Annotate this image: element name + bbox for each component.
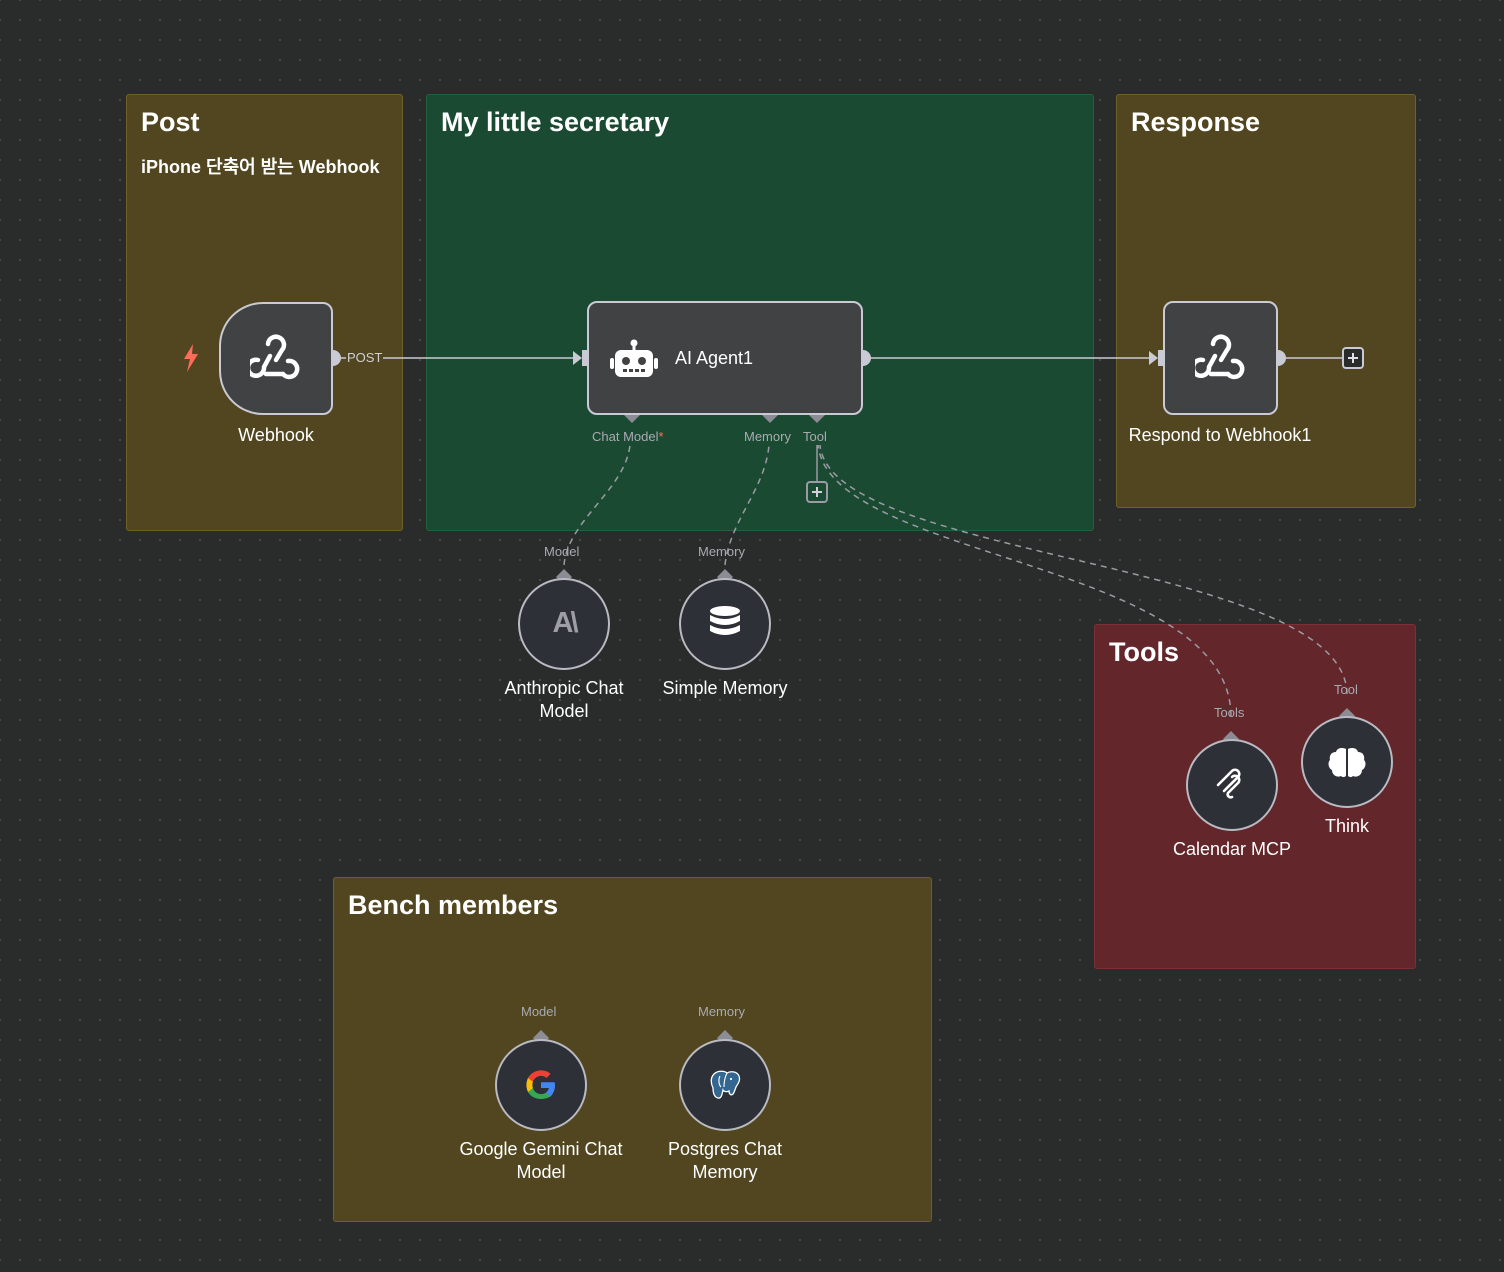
google-icon xyxy=(526,1070,555,1099)
group-post-subtitle: iPhone 단축어 받는 Webhook xyxy=(141,157,380,177)
mcp-icon xyxy=(1216,768,1241,799)
postgres-chat-memory-label: Postgres Chat Memory xyxy=(635,1138,815,1184)
edge-webhook-agent-arrow xyxy=(573,351,582,365)
anthropic-icon: A\ xyxy=(552,607,579,639)
edge-memory-agent xyxy=(724,444,770,566)
anthropic-label-line2: Model xyxy=(539,701,589,721)
agent-port-tool-label: Tool xyxy=(803,429,827,444)
database-icon xyxy=(710,606,740,635)
postgres-label-line1: Postgres Chat xyxy=(667,1139,783,1159)
webhook-node-label: Webhook xyxy=(238,425,314,445)
simple-memory-port-label: Memory xyxy=(698,544,745,559)
group-post-title: Post xyxy=(141,107,200,137)
simple-memory-label: Simple Memory xyxy=(662,678,788,698)
respond-to-webhook-node[interactable] xyxy=(1163,301,1278,415)
think-node[interactable] xyxy=(1301,716,1393,808)
gemini-label-line1: Google Gemini Chat xyxy=(459,1139,623,1159)
group-bench[interactable]: Bench members xyxy=(333,877,932,1222)
edge-think-agent xyxy=(819,444,1348,695)
webhook-node[interactable] xyxy=(219,302,333,415)
postgres-label-line2: Memory xyxy=(692,1162,758,1182)
group-bench-title: Bench members xyxy=(348,890,559,920)
gemini-label-line2: Model xyxy=(516,1162,566,1182)
plus-icon xyxy=(1348,353,1358,363)
postgres-port-label: Memory xyxy=(698,1004,745,1019)
webhook-icon xyxy=(1195,334,1245,380)
think-port-label: Tool xyxy=(1334,682,1358,697)
agent-port-chat-model-text: Chat Model xyxy=(592,429,659,444)
edge-agent-respond-arrow xyxy=(1149,351,1158,365)
simple-memory-node[interactable] xyxy=(679,578,771,670)
robot-icon xyxy=(610,339,658,377)
respond-input-port xyxy=(1158,350,1163,366)
calendar-mcp-port-label: Tools xyxy=(1214,705,1245,720)
agent-port-chat-model-label: Chat Model* xyxy=(592,429,664,444)
group-tools-title: Tools xyxy=(1109,637,1179,667)
edge-anthropic-agent xyxy=(563,444,631,566)
postgres-chat-memory-node[interactable] xyxy=(679,1039,771,1131)
trigger-bolt-icon xyxy=(184,344,198,372)
webhook-icon xyxy=(250,334,300,380)
calendar-mcp-label: Calendar MCP xyxy=(1172,839,1292,859)
required-marker: * xyxy=(658,429,664,444)
google-gemini-chat-model-label: Google Gemini Chat Model xyxy=(441,1138,641,1184)
anthropic-port-label: Model xyxy=(544,544,580,559)
brain-icon xyxy=(1328,748,1366,778)
postgres-elephant-icon xyxy=(710,1070,741,1099)
agent-port-memory-label: Memory xyxy=(744,429,791,444)
anthropic-label-line1: Anthropic Chat xyxy=(504,678,624,698)
think-label: Think xyxy=(1324,816,1369,836)
ai-agent-node-label: AI Agent1 xyxy=(675,348,754,368)
webhook-output-label: POST xyxy=(346,350,384,365)
edge-calendar-agent xyxy=(817,444,1232,717)
group-response-title: Response xyxy=(1131,107,1261,137)
google-gemini-chat-model-node[interactable] xyxy=(495,1039,587,1131)
gemini-port-label: Model xyxy=(521,1004,557,1019)
respond-to-webhook-node-label: Respond to Webhook1 xyxy=(1128,425,1312,445)
add-node-after-respond-button[interactable] xyxy=(1342,347,1364,369)
ai-agent-node[interactable]: AI Agent1 xyxy=(587,301,863,415)
calendar-mcp-node[interactable] xyxy=(1186,739,1278,831)
anthropic-chat-model-label: Anthropic Chat Model xyxy=(474,677,654,723)
plus-icon xyxy=(812,487,822,497)
group-secretary-title: My little secretary xyxy=(441,107,670,137)
agent-input-port xyxy=(582,350,587,366)
group-secretary[interactable]: My little secretary xyxy=(426,94,1094,531)
anthropic-chat-model-node[interactable]: A\ xyxy=(518,578,610,670)
add-tool-button[interactable] xyxy=(806,481,828,503)
